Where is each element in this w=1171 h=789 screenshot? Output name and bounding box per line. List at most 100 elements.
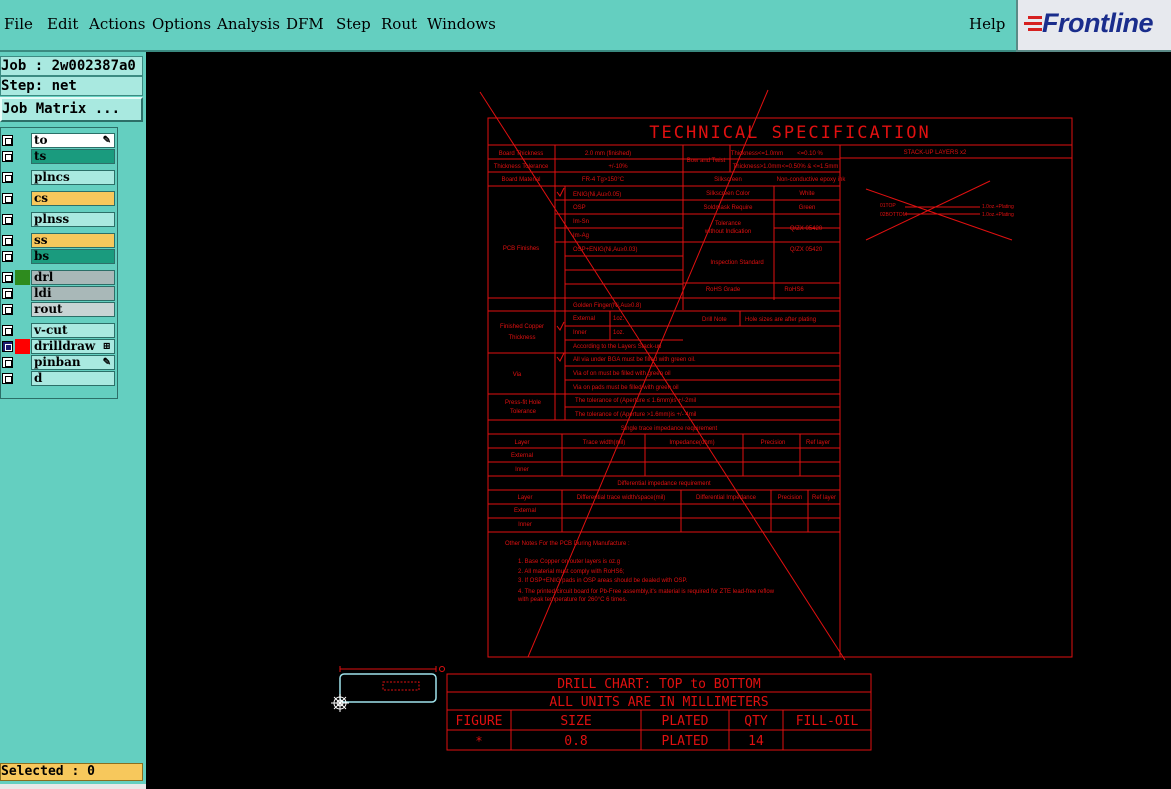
drill-h-fill: FILL-OIL (796, 714, 859, 729)
job-matrix-button[interactable]: Job Matrix ... (0, 97, 143, 122)
layer-row-plncs[interactable]: plncs (1, 170, 117, 185)
menu-help[interactable]: Help (969, 15, 1006, 33)
spec-via1: All via under BGA must be filled with gr… (573, 357, 696, 363)
layer-row-cs[interactable]: cs (1, 191, 117, 206)
spec-via3: Via on pads must be filled with green oi… (573, 385, 679, 391)
job-label: Job : 2w002387a0 (0, 56, 143, 76)
layer-name[interactable]: to✎ (31, 133, 115, 148)
layer-checkbox[interactable] (2, 151, 13, 162)
layer-name[interactable]: drl (31, 270, 115, 285)
menu-dfm[interactable]: DFM (286, 15, 324, 33)
spec-press-fit: Press-fit Hole (505, 400, 542, 406)
layer-checkbox[interactable] (2, 172, 13, 183)
spec-impedance: Impedance(ohm) (669, 440, 714, 446)
menu-edit[interactable]: Edit (47, 15, 79, 33)
layer-row-d[interactable]: d (1, 371, 117, 386)
spec-board-material-val: FR-4 Tg>150°C (582, 177, 625, 183)
layer-row-ss[interactable]: ss (1, 233, 117, 248)
layer-row-ldi[interactable]: ldi (1, 286, 117, 301)
layer-checkbox[interactable] (2, 325, 13, 336)
spec-soldermask-val: Green (799, 205, 816, 211)
spec-silkscreen-color-val: White (799, 191, 815, 197)
spec-tolerance: Tolerance (715, 221, 742, 227)
layer-checkbox[interactable] (2, 214, 13, 225)
layer-checkbox[interactable] (2, 235, 13, 246)
menu-windows[interactable]: Windows (427, 15, 496, 33)
spec-stackup-ref: According to the Layers Stack-up (573, 344, 662, 350)
layer-checkbox[interactable] (2, 135, 13, 146)
spec-bow2: Thickness>1.0mm (733, 164, 782, 170)
layer-row-rout[interactable]: rout (1, 302, 117, 317)
layer-name[interactable]: plncs (31, 170, 115, 185)
spec-note3: 3. If OSP+ENIG pads in OSP areas should … (518, 578, 688, 584)
spec-finished-copper: Finished Copper (500, 324, 544, 330)
spec-thickness-tol-val: +/-10% (608, 164, 628, 170)
step-label: Step: net (0, 76, 143, 96)
layer-row-ts[interactable]: ts (1, 149, 117, 164)
layer-row-plnss[interactable]: plnss (1, 212, 117, 227)
layer-row-bs[interactable]: bs (1, 249, 117, 264)
drill-units: ALL UNITS ARE IN MILLIMETERS (549, 695, 768, 710)
edit-icon: ✎ (102, 135, 111, 146)
layer-checkbox[interactable] (2, 272, 13, 283)
layer-checkbox[interactable] (2, 341, 13, 352)
layer-name[interactable]: ldi (31, 286, 115, 301)
layer-name[interactable]: rout (31, 302, 115, 317)
layer-checkbox[interactable] (2, 304, 13, 315)
layer-checkbox[interactable] (2, 193, 13, 204)
drill-h-qty: QTY (744, 714, 768, 729)
layer-name[interactable]: pinban✎ (31, 355, 115, 370)
spec-bow1: Thickness<=1.0mm (731, 151, 783, 157)
menu-options[interactable]: Options (152, 15, 212, 33)
layer-checkbox[interactable] (2, 288, 13, 299)
layer-checkbox[interactable] (2, 357, 13, 368)
spec-silkscreen: Silkscreen (714, 177, 742, 183)
menu-file[interactable]: File (4, 15, 33, 33)
layer-row-v-cut[interactable]: v-cut (1, 323, 117, 338)
spec-title: TECHNICAL SPECIFICATION (649, 123, 930, 143)
spec-board-thickness: Board Thickness (499, 151, 544, 157)
layer-name[interactable]: ts (31, 149, 115, 164)
spec-external: External (573, 316, 595, 322)
layer-name[interactable]: ss (31, 233, 115, 248)
layer-name-text: ldi (34, 286, 52, 300)
menu-actions[interactable]: Actions (89, 15, 146, 33)
layer-name[interactable]: drilldraw⊞ (31, 339, 115, 354)
layer-name[interactable]: bs (31, 249, 115, 264)
spec-bow1-val: <=0.10 % (797, 151, 823, 157)
layer-name[interactable]: v-cut (31, 323, 115, 338)
spec-layer: Layer (514, 440, 529, 446)
layer-name[interactable]: plnss (31, 212, 115, 227)
layer-row-drl[interactable]: drl (1, 270, 117, 285)
spec-via2: Via of on must be filled with green oil (573, 371, 671, 377)
spec-tol2: Q/ZX 05420 (790, 247, 823, 253)
layer-name[interactable]: cs (31, 191, 115, 206)
spec-stack-top: 01TOP (880, 203, 896, 209)
spec-finish3: Im-Sn (573, 219, 589, 225)
layer-row-pinban[interactable]: pinban✎ (1, 355, 117, 370)
spec-golden: Golden Finger(Ni,Au≥0.8) (573, 303, 641, 309)
layer-checkbox[interactable] (2, 251, 13, 262)
spec-ext: External (511, 453, 533, 459)
drill-title: DRILL CHART: TOP to BOTTOM (557, 677, 761, 692)
menu-step[interactable]: Step (336, 15, 371, 33)
layer-checkbox[interactable] (2, 373, 13, 384)
layer-color-swatch[interactable] (15, 270, 30, 285)
layer-row-to[interactable]: to✎ (1, 133, 117, 148)
spec-stack-bot-val: 1.0oz.+Plating (982, 212, 1014, 218)
spec-tolerance2: without Indication (704, 229, 751, 235)
pcb-board-outline (339, 666, 445, 703)
spec-ref-layer2: Ref layer (812, 495, 836, 501)
layer-row-drilldraw[interactable]: drilldraw⊞ (1, 339, 117, 354)
spec-silkscreen-val: Non-conductive epoxy ink (777, 177, 847, 183)
spec-precision: Precision (761, 440, 786, 446)
menu-rout[interactable]: Rout (381, 15, 418, 33)
spec-layer2: Layer (517, 495, 532, 501)
spec-finish5: OSP+ENIG(Ni,Au≥0.03) (573, 247, 637, 253)
graphic-canvas[interactable]: TECHNICAL SPECIFICATION Board Thickness … (146, 52, 1171, 789)
drill-h-size: SIZE (560, 714, 591, 729)
layer-name[interactable]: d (31, 371, 115, 386)
layer-color-swatch[interactable] (15, 339, 30, 354)
menu-analysis[interactable]: Analysis (217, 15, 280, 33)
